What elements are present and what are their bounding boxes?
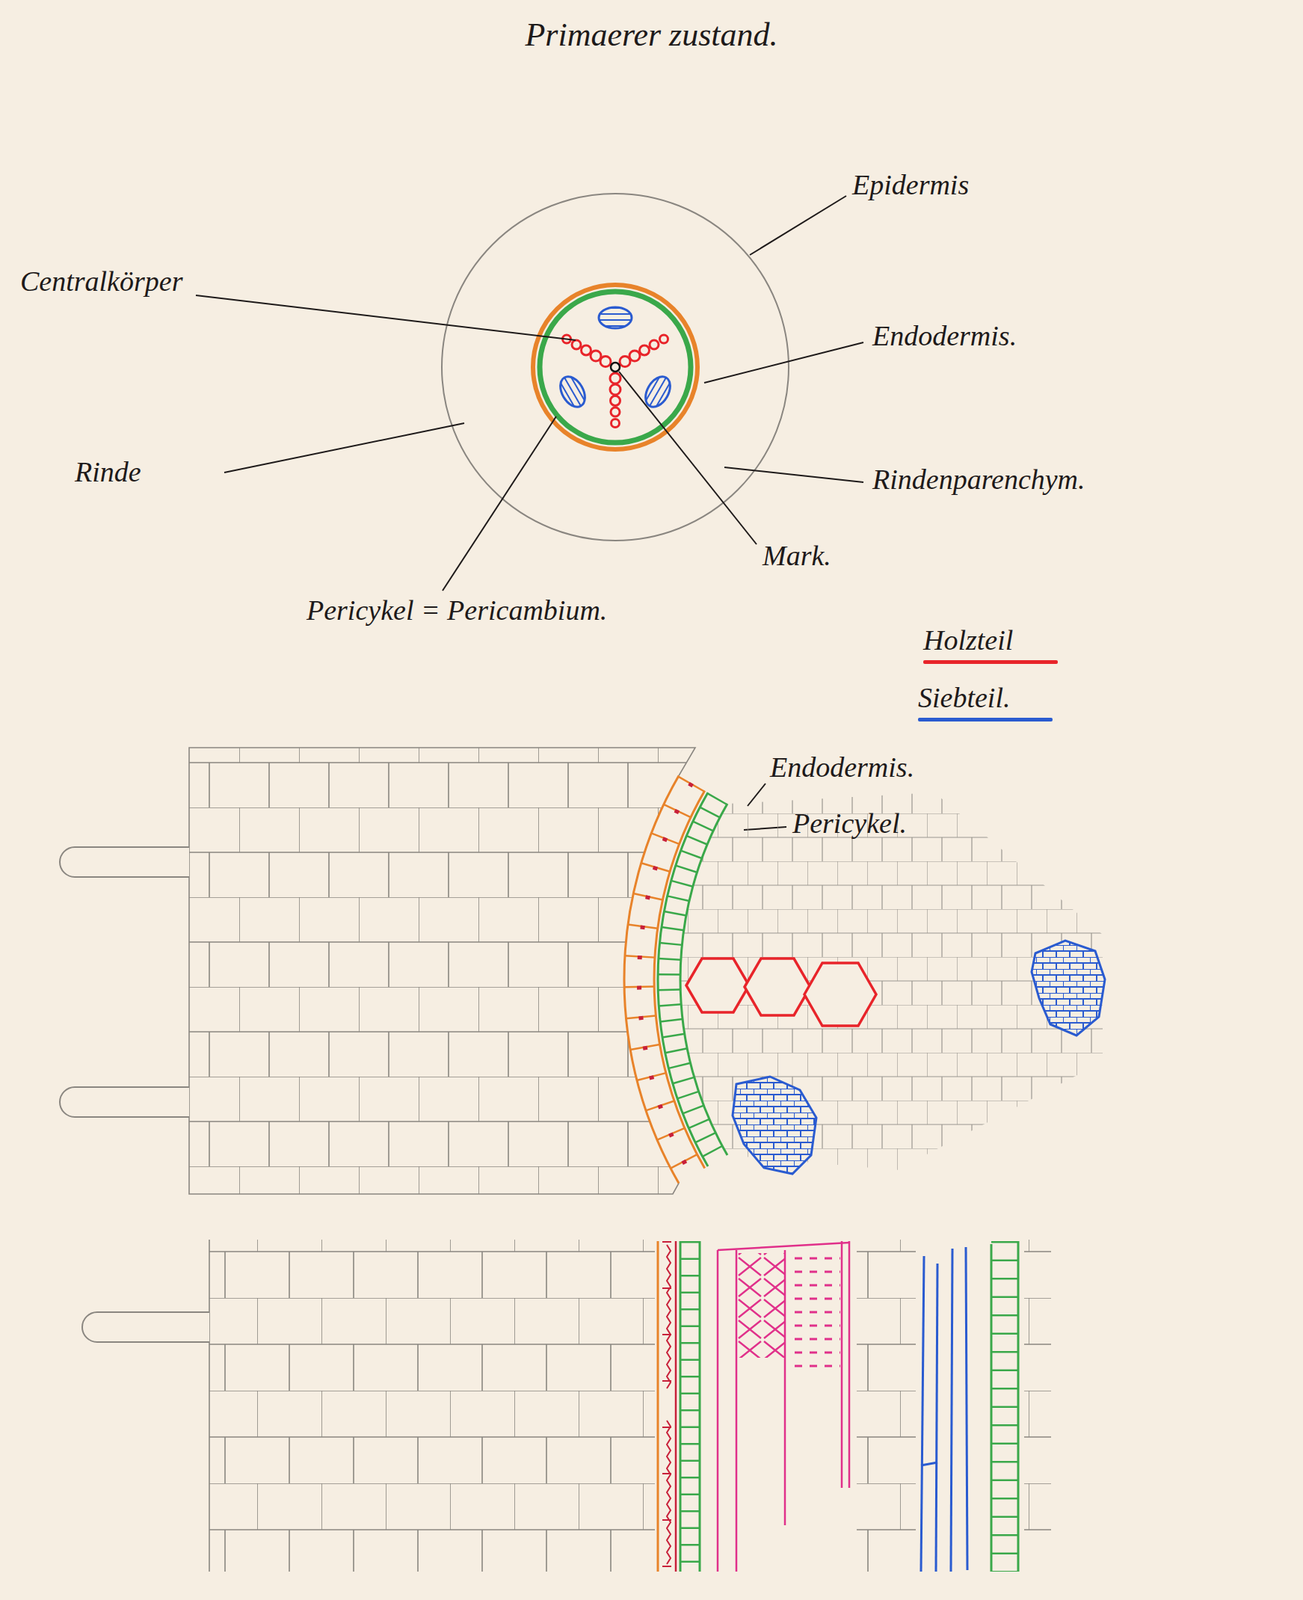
- pith-dot: [610, 362, 620, 372]
- pitted-vessel: [787, 1252, 841, 1373]
- part-label: Endodermis.: [872, 319, 1017, 353]
- part-label: Pericykel = Pericambium.: [306, 594, 608, 628]
- legend-text: Holzteil: [923, 624, 1013, 658]
- strip-ground: [654, 1239, 857, 1572]
- part-label: Epidermis: [852, 168, 969, 202]
- endodermis-ring: [533, 284, 698, 450]
- epidermis-outline: [441, 193, 789, 541]
- phloem-patches: [555, 307, 676, 412]
- spiral-thickening: [737, 1252, 785, 1358]
- title: Primaerer zustand.: [0, 16, 1303, 55]
- cortex-cells: [189, 747, 696, 1194]
- part-label: Endodermis.: [769, 751, 915, 785]
- pericycle-ring: [539, 291, 691, 443]
- longitudinal-section: [82, 1239, 1052, 1572]
- phloem-cluster: [732, 1076, 817, 1174]
- part-label: Rindenparenchym.: [872, 463, 1086, 497]
- root-hair: [82, 1311, 210, 1342]
- xylem-vessels-long: [717, 1240, 850, 1572]
- leader-lines: [195, 195, 864, 830]
- legend-swatch: [918, 717, 1053, 722]
- legend-swatch: [923, 660, 1058, 664]
- phloem-ground: [732, 1076, 817, 1174]
- phloem-ground: [1031, 940, 1105, 1036]
- part-label: Mark.: [762, 539, 832, 573]
- part-label: Rinde: [74, 456, 142, 489]
- root-hair: [59, 846, 190, 877]
- overview-cross-section: [441, 193, 789, 541]
- endodermis-wavy-wall: [666, 1244, 671, 1564]
- part-label: Pericykel.: [792, 807, 907, 841]
- endodermis-cross-walls: [662, 1240, 672, 1572]
- strip-ground: [915, 1239, 1025, 1572]
- phloem-cluster: [1031, 940, 1105, 1036]
- pericycle-cross-walls: [680, 1240, 700, 1572]
- longitudinal-cells: [209, 1239, 1052, 1572]
- part-label: Centralkörper: [20, 265, 183, 299]
- pericycle-cross-walls: [991, 1240, 1019, 1572]
- legend-text: Siebteil.: [918, 681, 1010, 715]
- phloem-long: [920, 1246, 968, 1572]
- cross-section-detail: [59, 747, 1105, 1194]
- xylem-vessels: [686, 958, 877, 1026]
- root-hair: [59, 1086, 190, 1117]
